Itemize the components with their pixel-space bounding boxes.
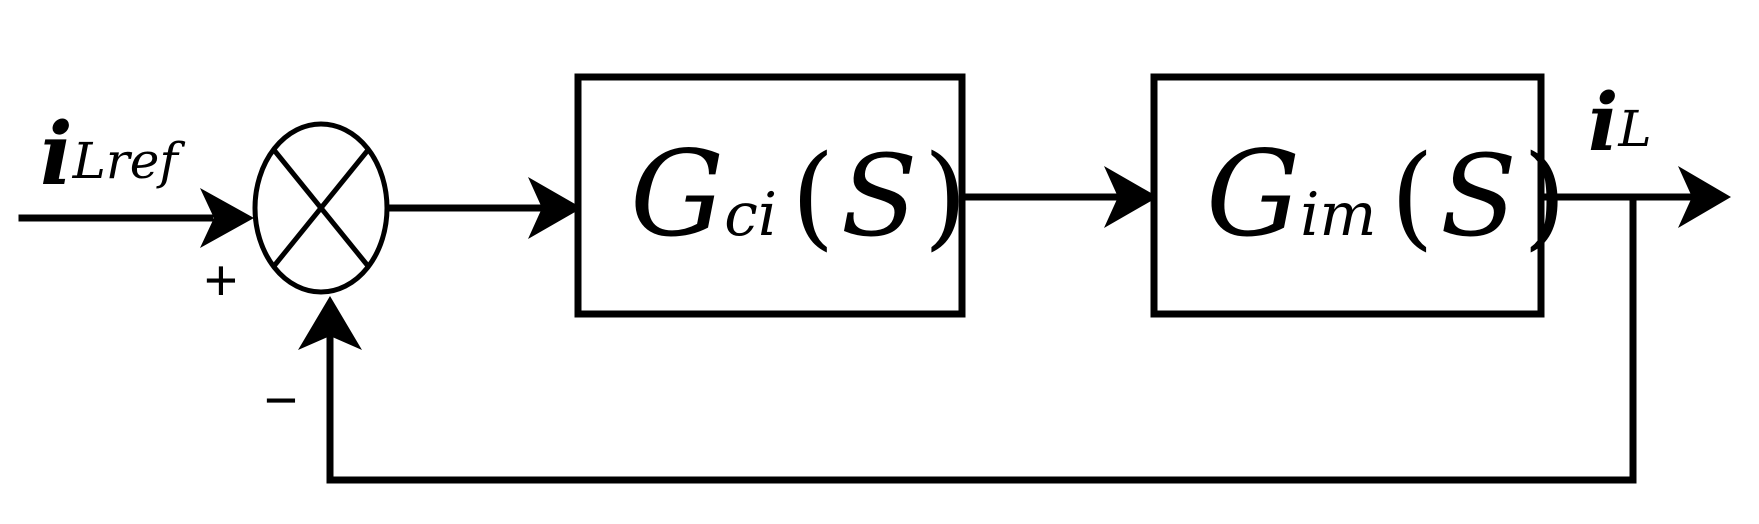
output-signal-label: iL [1588, 82, 1652, 162]
block-gim-label: Gim(S) [1206, 135, 1567, 253]
block1-arrowhead [528, 177, 582, 239]
input-signal-subscript: Lref [72, 132, 178, 190]
blocks [574, 73, 1545, 318]
block-gci-open-paren: ( [791, 132, 835, 262]
summing-cross-b [272, 148, 370, 268]
block-gim-close-paren: ) [1522, 132, 1567, 262]
block-gci-main: G [630, 125, 725, 263]
input-arrowhead [200, 188, 254, 248]
block-gim-subscript: im [1300, 180, 1377, 250]
block-gci-close-paren: ) [923, 132, 968, 262]
sum-minus-sign: − [264, 368, 298, 433]
block-gci-argument: S [840, 132, 918, 262]
block-gim-main: G [1206, 125, 1301, 263]
input-signal-main: i [40, 104, 73, 205]
block-gci-subscript: ci [724, 180, 778, 250]
block-gci-label: Gci(S) [630, 135, 967, 253]
output-signal-subscript: L [1618, 100, 1652, 158]
input-signal-label: iLref [40, 112, 178, 198]
block-gim-argument: S [1440, 132, 1517, 262]
signal-lines [18, 193, 1694, 484]
block-gim [1150, 73, 1545, 318]
block2-arrowhead [1104, 166, 1158, 228]
summing-junction [252, 121, 390, 295]
sum-plus-sign: + [204, 248, 238, 313]
feedback-line [326, 193, 1637, 484]
output-arrowhead [1678, 166, 1731, 228]
feedback-arrowhead [298, 296, 362, 350]
output-signal-main: i [1588, 75, 1619, 169]
block-gci [574, 73, 966, 318]
arrowheads [200, 166, 1731, 350]
block-gim-open-paren: ( [1390, 132, 1435, 262]
